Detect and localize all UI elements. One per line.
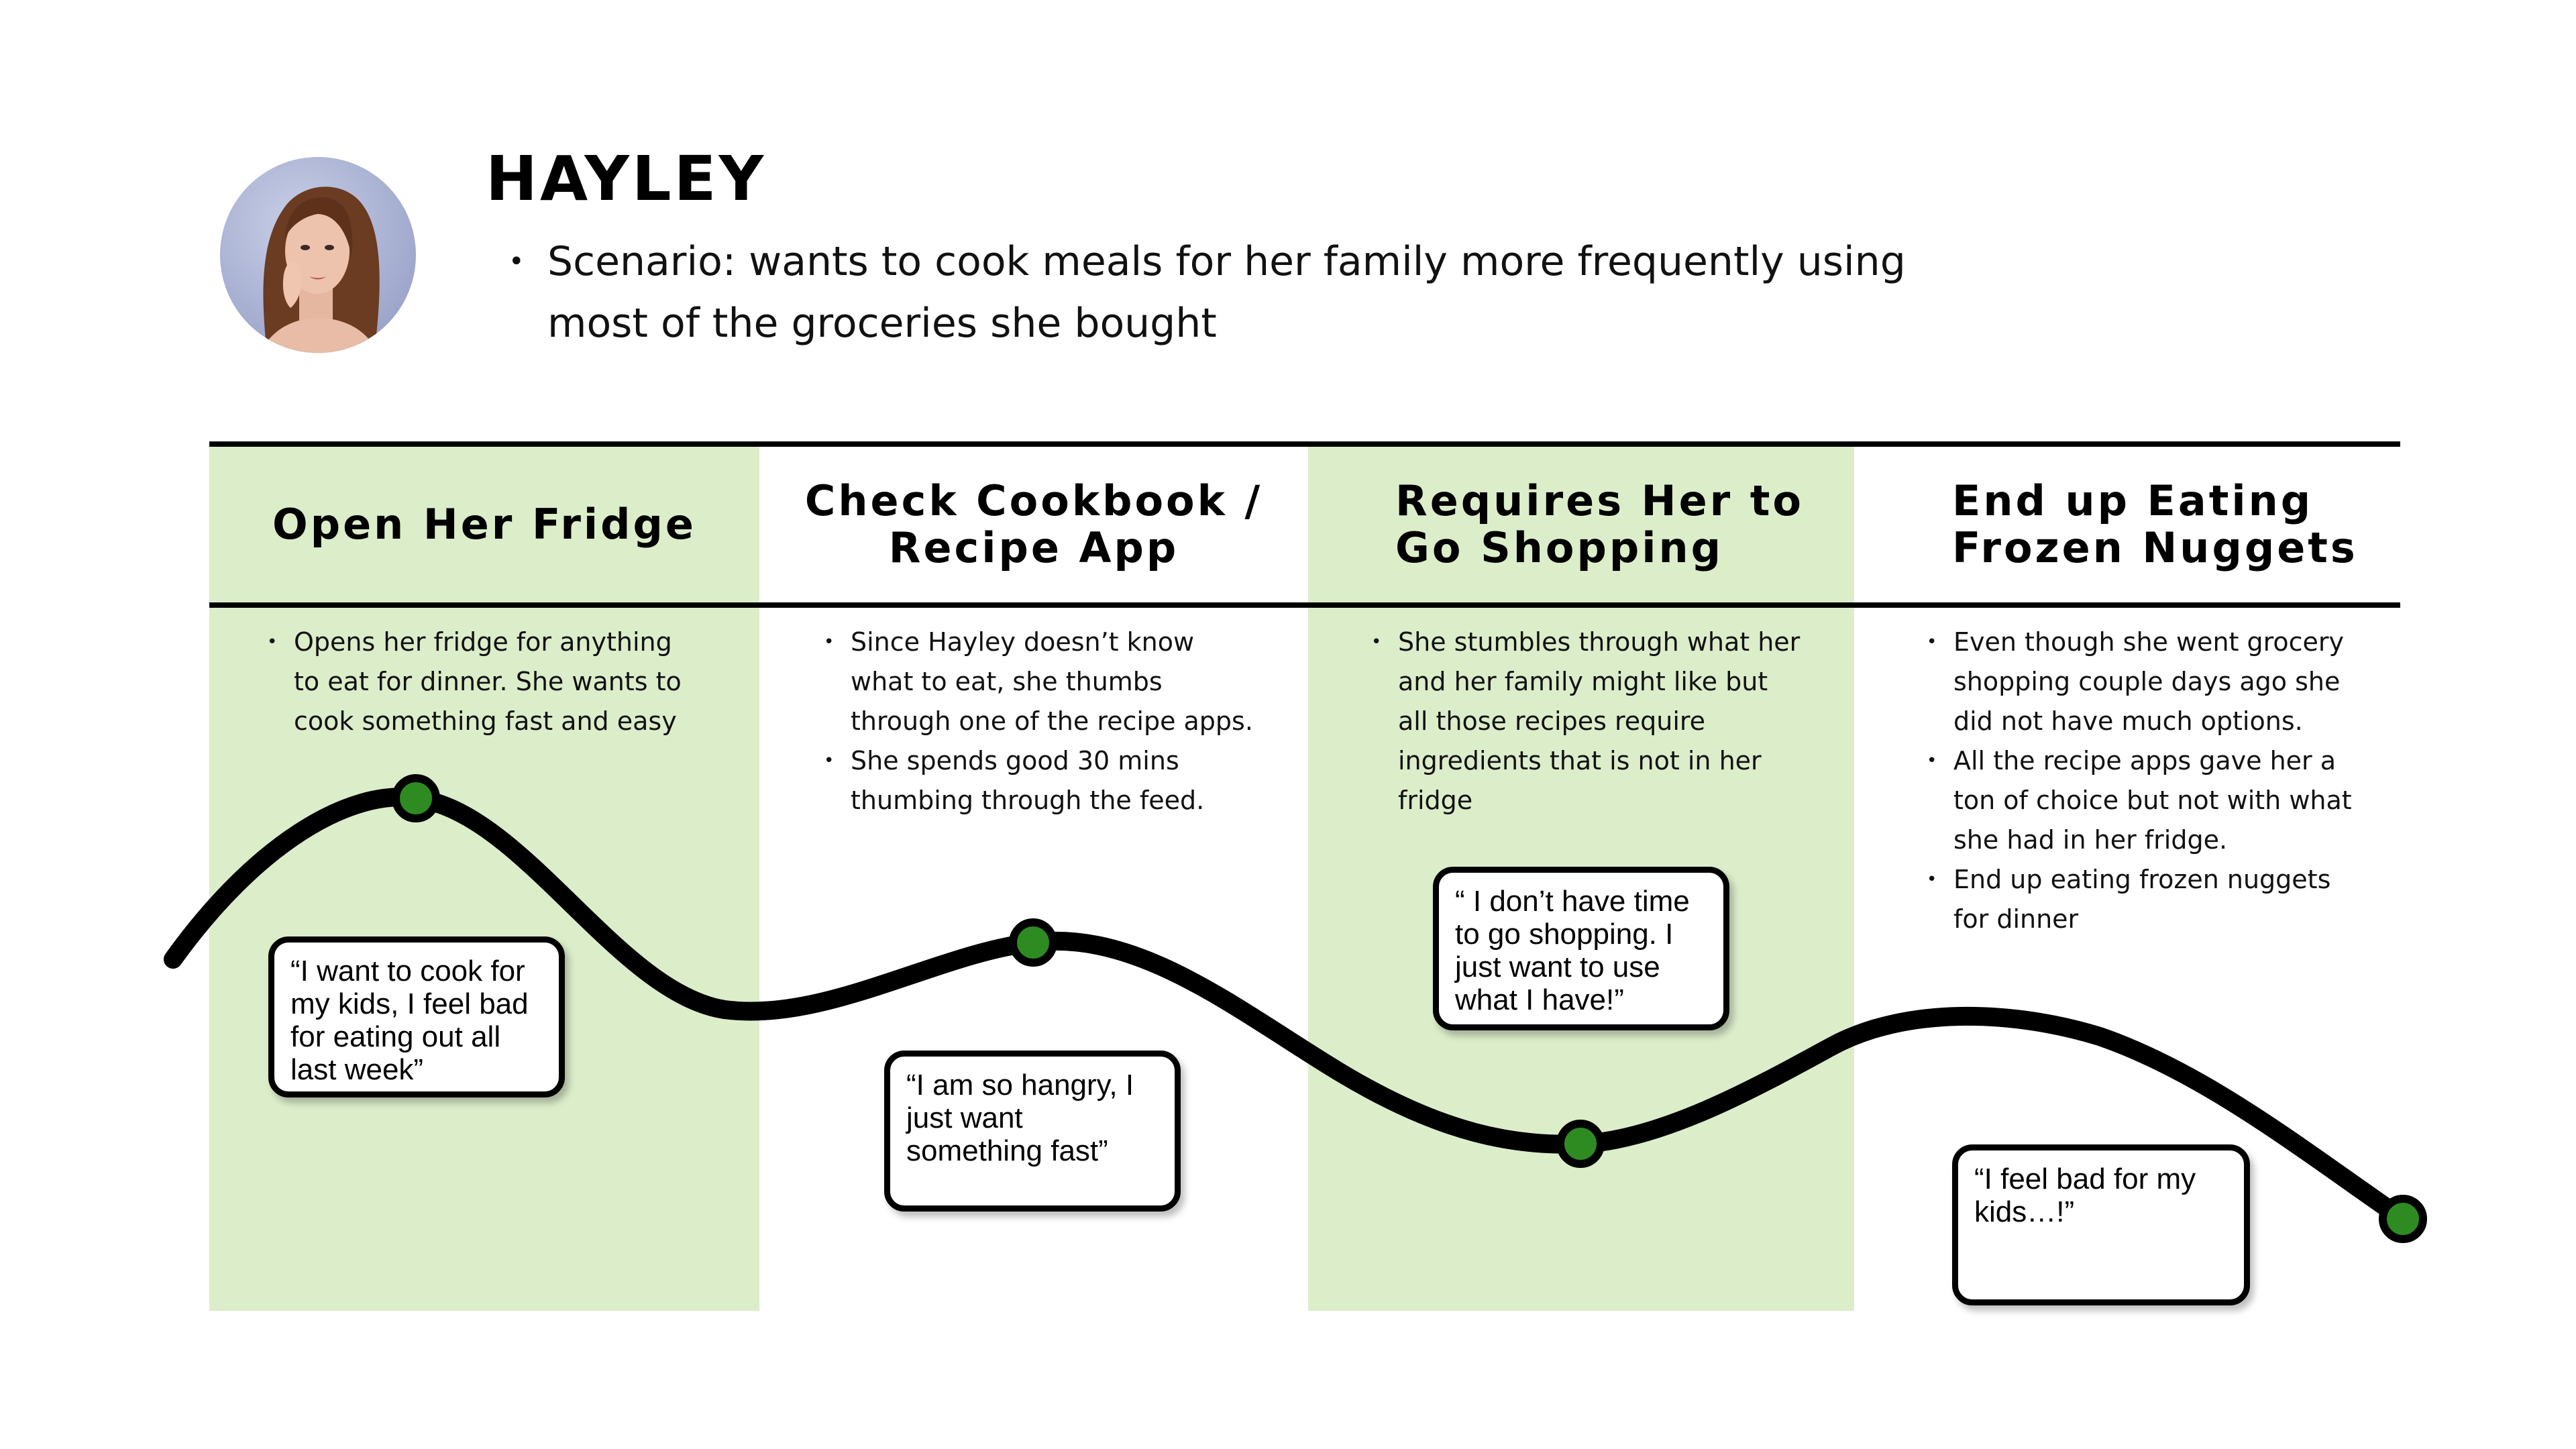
stage-4-title: End up Eating Frozen Nuggets — [1952, 476, 2358, 572]
stage-2-title: Check Cookbook / Recipe App — [804, 476, 1263, 572]
stage-4-bullet: Even though she went grocery shopping co… — [1927, 623, 2356, 741]
stage-2-node — [1009, 918, 1057, 967]
stage-4-bullet: All the recipe apps gave her a ton of ch… — [1927, 741, 2356, 860]
scenario-text: Scenario: wants to cook meals for her fa… — [547, 238, 1906, 347]
stage-3-node — [1556, 1120, 1605, 1168]
stage-1-bullet: Opens her fridge for anything to eat for… — [267, 623, 696, 741]
stage-1-quote: “I want to cook for my kids, I feel bad … — [268, 936, 565, 1097]
emotion-curve-line — [164, 788, 2412, 1228]
stage-4-quote: “I feel bad for my kids…!” — [1952, 1144, 2250, 1305]
persona-name: HAYLEY — [486, 143, 767, 215]
persona-scenario: • Scenario: wants to cook meals for her … — [508, 231, 1957, 354]
stage-2-bullet: She spends good 30 mins thumbing through… — [824, 741, 1253, 820]
persona-portrait-icon — [260, 186, 380, 353]
header-bottom-rule — [209, 602, 2400, 608]
stage-1-title: Open Her Fridge — [272, 500, 696, 549]
stage-1-bullets: Opens her fridge for anything to eat for… — [267, 623, 696, 741]
stage-3-title: Requires Her to Go Shopping — [1395, 476, 1805, 572]
stage-3-bullet: She stumbles through what her and her fa… — [1371, 623, 1801, 820]
persona-avatar — [220, 157, 416, 353]
stage-3-quote: “ I don’t have time to go shopping. I ju… — [1433, 867, 1729, 1030]
stage-4-bullets: Even though she went grocery shopping co… — [1927, 623, 2356, 939]
stage-1-node — [392, 774, 440, 822]
stage-4-bullet: End up eating frozen nuggets for dinner — [1927, 860, 2356, 939]
stage-1-background — [209, 444, 759, 1311]
top-rule — [209, 441, 2400, 447]
scenario-bullet: • — [508, 246, 525, 277]
stage-2-quote: “I am so hangry, I just want something f… — [884, 1051, 1181, 1212]
stage-2-bullets: Since Hayley doesn’t know what to eat, s… — [824, 623, 1253, 820]
stage-4-node — [2379, 1195, 2427, 1243]
stage-2-bullet: Since Hayley doesn’t know what to eat, s… — [824, 623, 1253, 741]
stage-3-bullets: She stumbles through what her and her fa… — [1371, 623, 1801, 820]
